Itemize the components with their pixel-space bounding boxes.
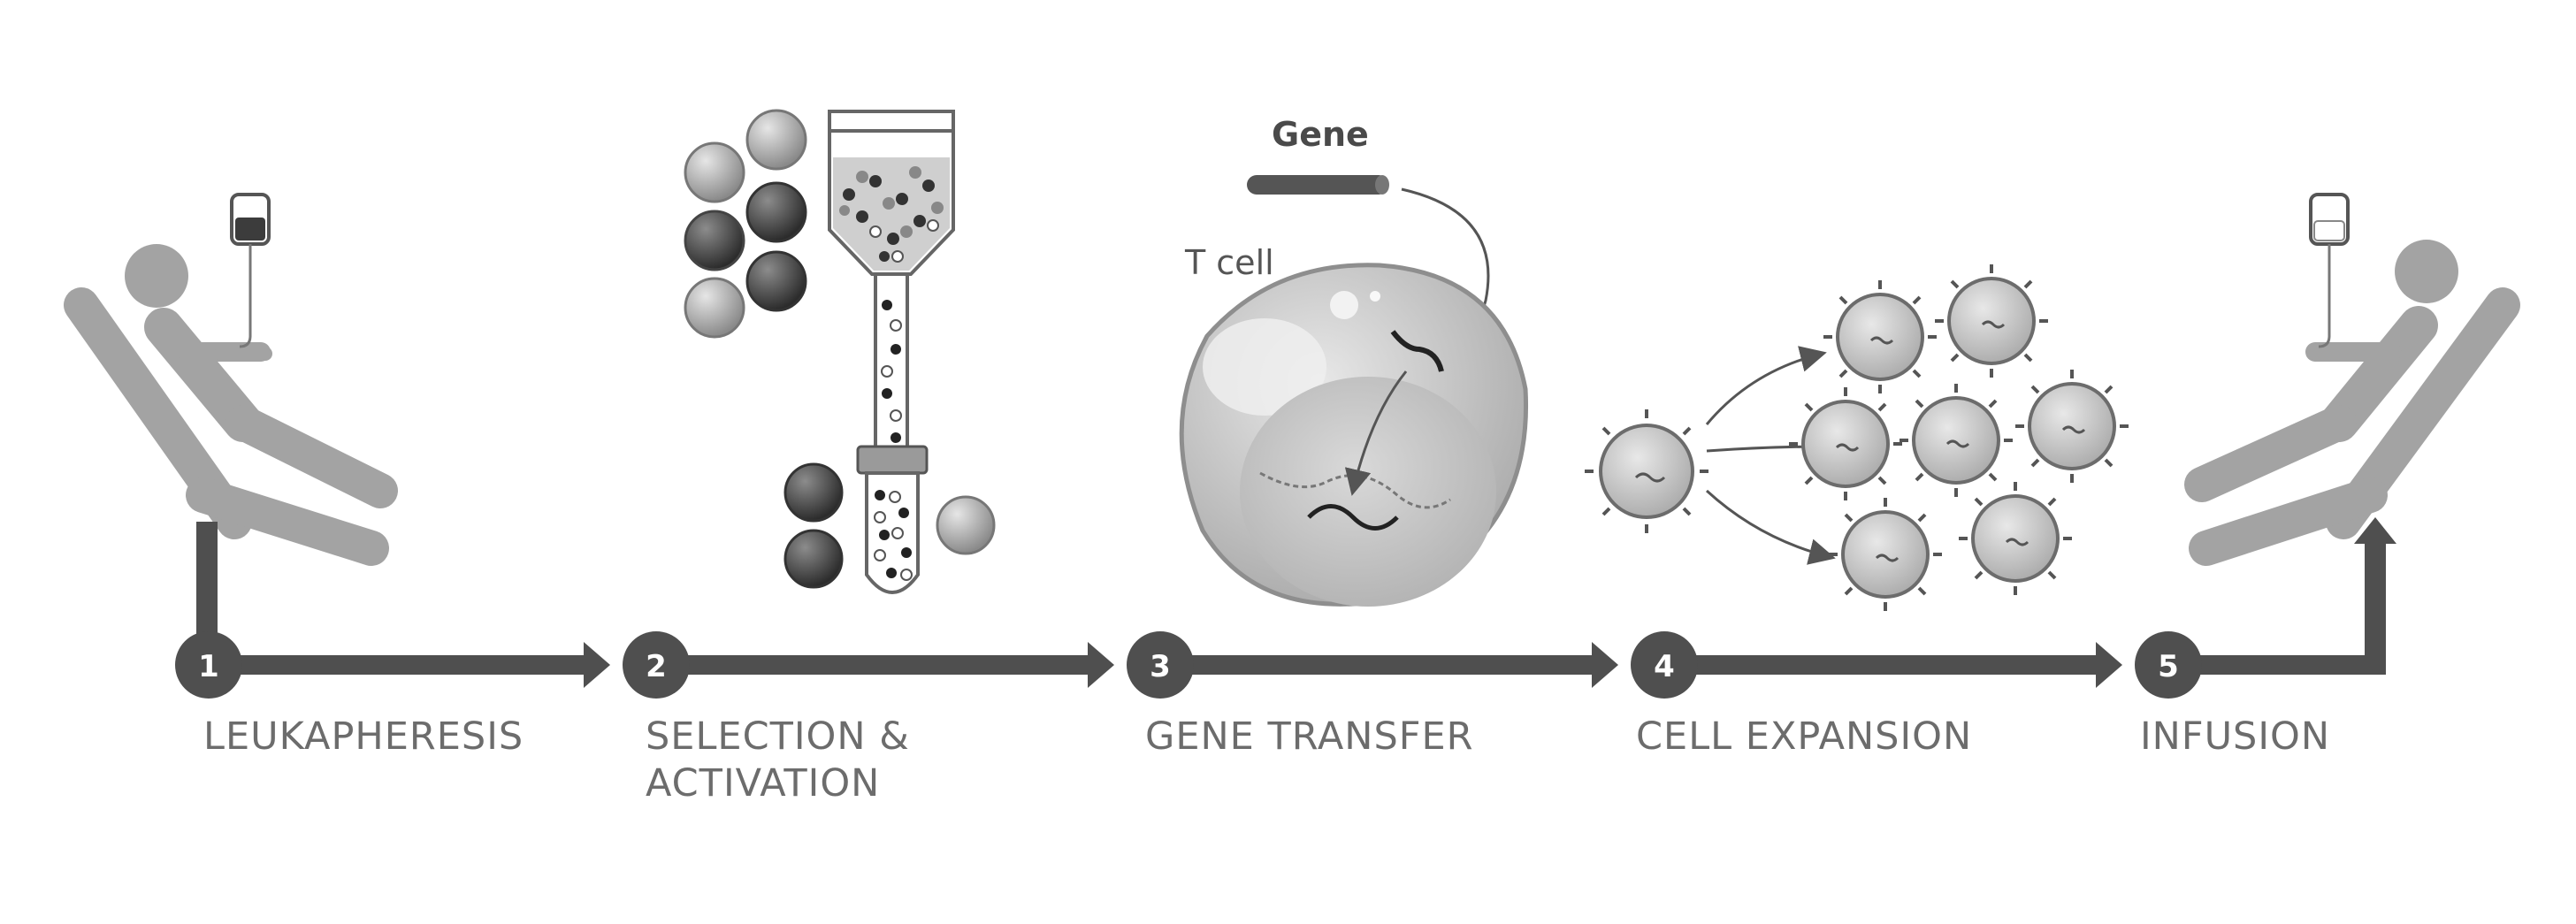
expanded-cells-icon [1585,264,2129,611]
cell-beads [684,109,996,589]
step-label-cell-expansion: CELL EXPANSION [1636,714,1972,759]
step-label-leukapheresis: LEUKAPHERESIS [203,714,524,759]
iv-bag-icon [2309,193,2350,348]
gene-rod-icon [1247,175,1389,195]
step-label-activation: ACTIVATION [646,761,880,806]
step-number: 4 [1654,649,1675,684]
step-badge-3: 3 [1127,631,1194,699]
separation-column-icon [828,110,955,594]
step-badge-1: 1 [175,631,242,699]
step-label-gene-transfer: GENE TRANSFER [1145,714,1474,759]
patient-in-chair-icon [2184,240,2520,566]
step-badge-2: 2 [623,631,690,699]
t-cell-label: T cell [1184,243,1274,282]
step-number: 1 [198,649,219,684]
t-cell-icon [1179,263,1529,607]
step-badge-5: 5 [2135,631,2202,699]
step-number: 2 [646,649,667,684]
step-badge-4: 4 [1631,631,1698,699]
flow-arrows [209,517,2396,688]
source-cell [1599,424,1694,519]
iv-bag-icon [230,193,271,348]
step-number: 5 [2158,649,2179,684]
step-label-selection: SELECTION & [646,714,910,759]
patient-in-chair-icon [64,244,398,566]
gene-label: Gene [1272,115,1369,154]
step-label-infusion: INFUSION [2140,714,2330,759]
step-number: 3 [1150,649,1171,684]
